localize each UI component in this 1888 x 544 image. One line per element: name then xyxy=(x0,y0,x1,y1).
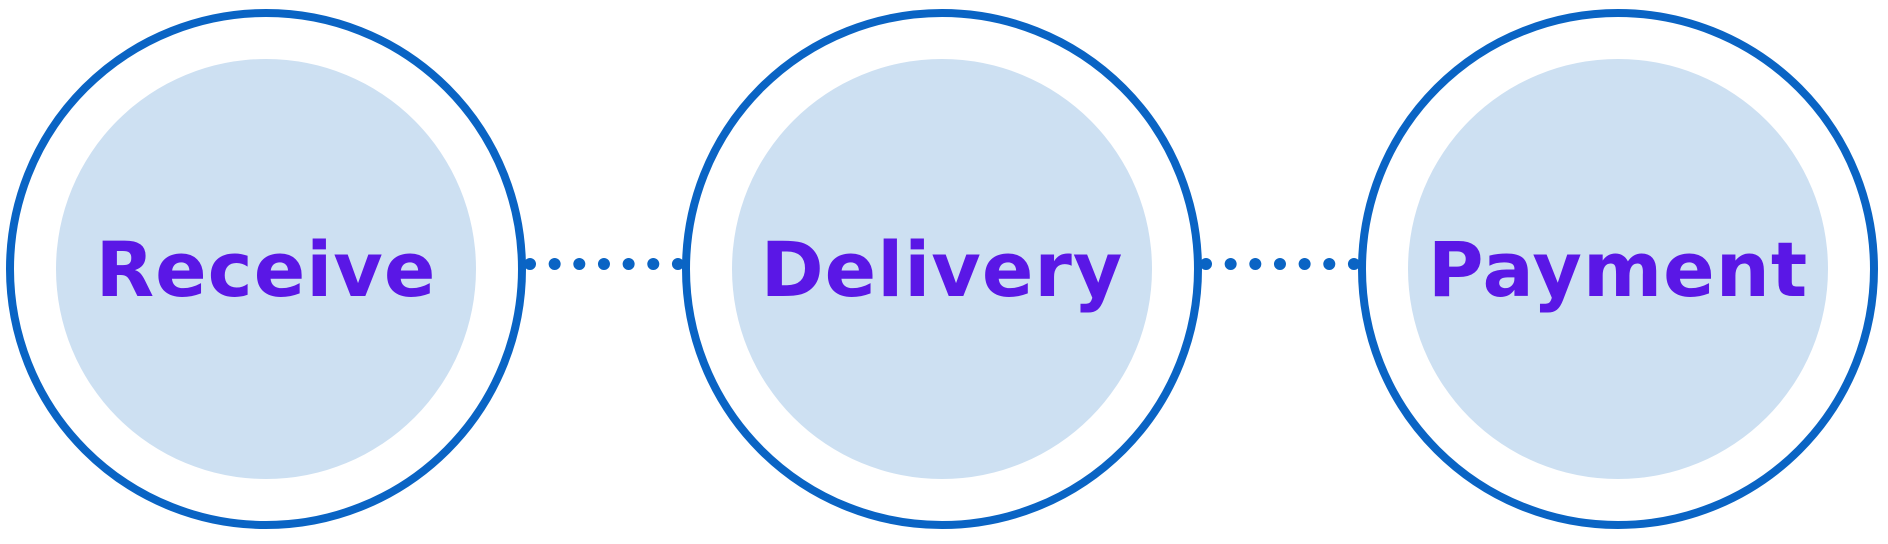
step-payment-label: Payment xyxy=(1427,224,1809,314)
step-delivery: Delivery xyxy=(682,9,1202,529)
dotted-connector-delivery-payment xyxy=(1200,258,1360,270)
step-receive-label: Receive xyxy=(95,224,437,314)
step-delivery-inner-circle: Delivery xyxy=(732,59,1152,479)
step-payment-inner-circle: Payment xyxy=(1408,59,1828,479)
dotted-connector-receive-delivery xyxy=(524,258,684,270)
step-payment: Payment xyxy=(1358,9,1878,529)
step-receive-inner-circle: Receive xyxy=(56,59,476,479)
step-receive: Receive xyxy=(6,9,526,529)
step-delivery-label: Delivery xyxy=(760,224,1124,314)
